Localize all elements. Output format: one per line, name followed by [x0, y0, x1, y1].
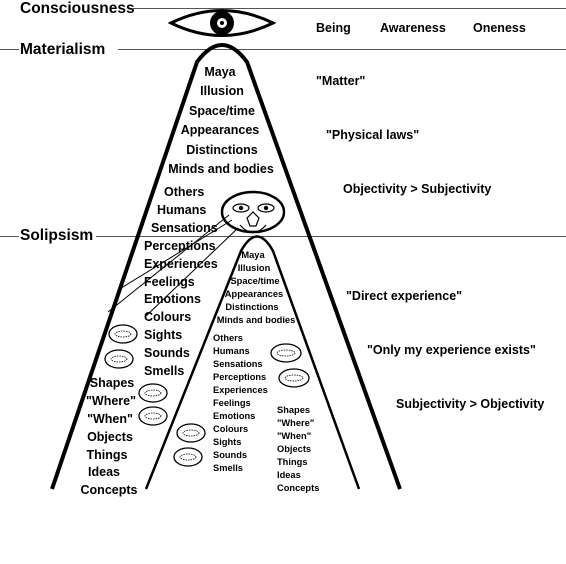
small-top-item: Appearances: [224, 289, 284, 299]
big-middle-item: Feelings: [144, 275, 195, 289]
small-left-item: Sights: [213, 437, 242, 447]
small-eye-icon: [270, 343, 302, 363]
small-top-item: Distinctions: [225, 302, 279, 312]
small-right-item: Ideas: [277, 470, 301, 480]
small-left-item: Sensations: [213, 359, 263, 369]
big-middle-item: Sights: [144, 328, 183, 342]
big-bottom-item: Objects: [87, 430, 133, 444]
small-eye-icon: [138, 406, 168, 426]
small-eye-icon: [108, 324, 138, 344]
big-middle-item: Sensations: [151, 221, 218, 235]
face-icon: [220, 190, 286, 234]
big-top-item: Distinctions: [186, 143, 258, 157]
small-right-item: Objects: [277, 444, 312, 454]
physical-laws-label: "Physical laws": [326, 128, 420, 142]
small-right-item: Concepts: [277, 483, 320, 493]
big-top-item: Appearances: [180, 123, 260, 137]
big-top-item: Maya: [204, 65, 236, 79]
perception-rays: [107, 214, 239, 317]
big-middle-item: Emotions: [144, 292, 201, 306]
small-right-item: "Where": [277, 418, 315, 428]
small-triangle: [144, 235, 361, 490]
small-left-item: Humans: [213, 346, 250, 356]
small-left-item: Emotions: [213, 411, 256, 421]
solipsism-heading: Solipsism: [20, 227, 94, 244]
big-middle-item: Smells: [144, 364, 185, 378]
small-top-item: Space/time: [230, 276, 280, 286]
big-bottom-item: Shapes: [89, 376, 135, 390]
big-bottom-item: "Where": [85, 394, 137, 408]
big-middle-item: Experiences: [144, 257, 218, 271]
subjectivity-label: Subjectivity > Objectivity: [396, 397, 545, 411]
small-left-item: Experiences: [213, 385, 268, 395]
small-left-item: Perceptions: [213, 372, 267, 382]
big-bottom-item: "When": [87, 412, 133, 426]
big-middle-item: Sounds: [144, 346, 190, 360]
big-top-item: Space/time: [188, 104, 256, 118]
big-triangle: [50, 43, 402, 490]
small-top-item: Illusion: [237, 263, 271, 273]
big-bottom-item: Concepts: [80, 483, 138, 497]
small-eye-icon: [173, 447, 203, 467]
small-top-item: Minds and bodies: [216, 315, 296, 325]
big-middle-item: Perceptions: [144, 239, 216, 253]
big-bottom-item: Things: [86, 448, 128, 462]
small-right-item: "When": [277, 431, 312, 441]
consciousness-heading: Consciousness: [20, 0, 135, 17]
awareness-label: Awareness: [380, 21, 446, 35]
only-my-experience-label: "Only my experience exists": [367, 343, 536, 357]
small-left-item: Colours: [213, 424, 249, 434]
big-top-item: Minds and bodies: [168, 162, 274, 176]
big-middle-item: Others: [164, 185, 205, 199]
small-left-item: Smells: [213, 463, 243, 473]
big-middle-item: Colours: [144, 310, 192, 324]
small-eye-icon: [278, 368, 310, 388]
big-middle-item: Humans: [157, 203, 207, 217]
small-eye-icon: [104, 349, 134, 369]
small-left-item: Feelings: [213, 398, 251, 408]
small-eye-icon: [176, 423, 206, 443]
small-right-item: Things: [277, 457, 308, 467]
oneness-label: Oneness: [473, 21, 526, 35]
big-top-item: Illusion: [200, 84, 244, 98]
direct-experience-label: "Direct experience": [346, 289, 463, 303]
eye-icon: [167, 9, 277, 37]
small-left-item: Others: [213, 333, 243, 343]
being-label: Being: [316, 21, 351, 35]
small-right-item: Shapes: [277, 405, 311, 415]
matter-label: "Matter": [316, 74, 366, 88]
big-bottom-item: Ideas: [88, 465, 120, 479]
objectivity-label: Objectivity > Subjectivity: [343, 182, 492, 196]
small-left-item: Sounds: [213, 450, 248, 460]
small-top-item: Maya: [241, 250, 265, 260]
small-eye-icons: [104, 324, 310, 467]
materialism-heading: Materialism: [20, 41, 106, 58]
small-eye-icon: [138, 383, 168, 403]
